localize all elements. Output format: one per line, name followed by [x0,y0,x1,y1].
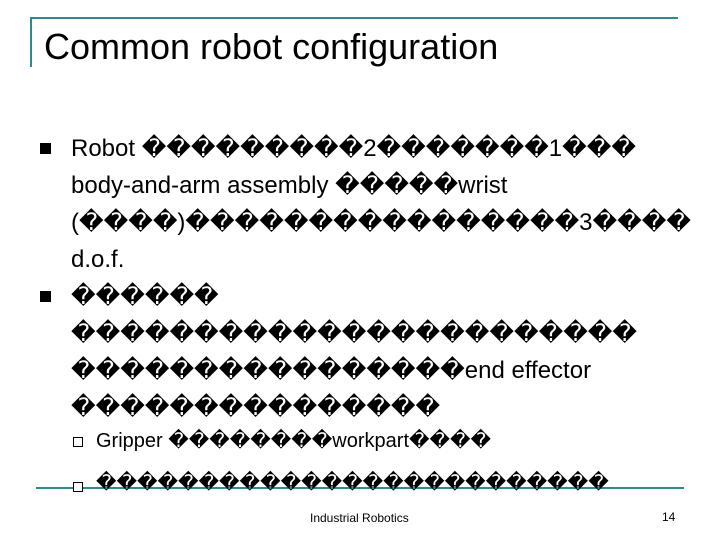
slide-body: Robot ���������2�������1��� body-and-arm… [40,130,720,456]
bullet-line: ����������������end effector [71,357,592,384]
hollow-square-bullet-icon [73,482,83,492]
bullet-line: (����)����������������3���� [71,209,691,236]
bullet-line: d.o.f. [71,246,125,273]
bullet-line: body-and-arm assembly �����wrist [71,172,508,199]
title-frame-top-rule [30,17,678,19]
bullet-line: ����������������������� [71,320,638,347]
slide-title: Common robot configuration [44,26,499,67]
bullet-line: Robot ���������2�������1��� [71,135,636,162]
footer-rule [36,487,684,489]
bullet-line: ��������������� [71,394,441,421]
title-frame-left-rule [30,17,32,67]
footer-title: Industrial Robotics [310,511,409,525]
sub-bullet-text: ������������������������� [96,472,609,494]
page-number: 14 [662,510,676,524]
bullet-line: ������ [71,283,219,310]
sub-bullet-item: Gripper ��������workpart���� [40,426,720,456]
bullet-item: ������ ����������������������� ���������… [40,278,720,426]
hollow-square-bullet-icon [73,437,83,447]
square-bullet-icon [40,143,51,154]
bullet-item: Robot ���������2�������1��� body-and-arm… [40,130,720,278]
sub-bullet-text: Gripper ��������workpart���� [96,430,492,452]
square-bullet-icon [40,291,51,302]
